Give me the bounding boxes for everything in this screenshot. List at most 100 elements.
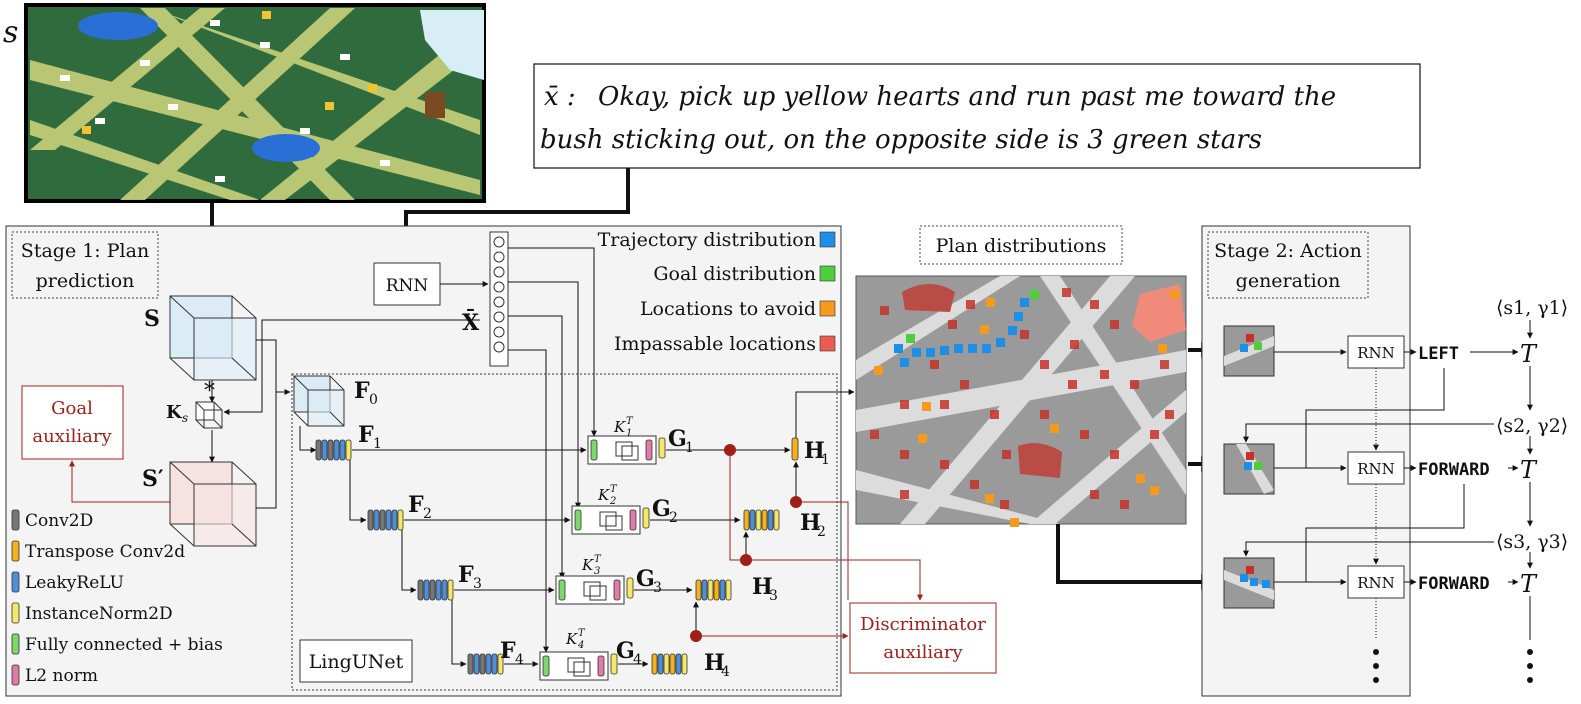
- transition-fn-1: T: [1520, 340, 1538, 368]
- observation-crop-2: [1223, 443, 1275, 495]
- g3-norm: [626, 577, 634, 599]
- transition-fn-2: T: [1520, 456, 1538, 484]
- h1-layers: [791, 437, 799, 461]
- h3-layers: [695, 579, 732, 601]
- junction-dot: [690, 630, 702, 642]
- svg-text:H: H: [800, 510, 821, 536]
- svg-text:3: 3: [653, 580, 662, 596]
- svg-text:3: 3: [594, 566, 600, 577]
- action-1: LEFT: [1418, 344, 1459, 364]
- svg-text:auxiliary: auxiliary: [883, 642, 963, 663]
- transition-label-2: ⟨s2, γ2⟩: [1496, 415, 1568, 437]
- f4-layers: [467, 653, 504, 675]
- lingunet-label-box: [299, 639, 413, 683]
- rnn-stage2-1: RNN: [1347, 335, 1405, 369]
- f2-label: F: [408, 492, 424, 518]
- plan-distribution-map: [855, 275, 1187, 527]
- svg-text:2: 2: [609, 496, 616, 507]
- svg-text:LeakyReLU: LeakyReLU: [25, 573, 124, 593]
- svg-text:H: H: [804, 438, 825, 464]
- g1-norm: [658, 437, 666, 459]
- goal-aux-line1: Goal: [51, 398, 93, 419]
- svg-text:1: 1: [821, 452, 830, 468]
- svg-text:T: T: [610, 484, 618, 495]
- lingunet-label: LingUNet: [309, 651, 404, 673]
- svg-text:InstanceNorm2D: InstanceNorm2D: [25, 604, 173, 624]
- observation-crop-3: [1223, 557, 1275, 609]
- svg-text:Conv2D: Conv2D: [25, 511, 93, 531]
- svg-text:RNN: RNN: [386, 276, 429, 296]
- svg-text:3: 3: [473, 576, 482, 592]
- svg-text:RNN: RNN: [1357, 460, 1395, 478]
- f1-layers: [315, 439, 352, 461]
- svg-text:0: 0: [369, 392, 378, 408]
- stage1-label-box: [11, 231, 159, 299]
- layer-legend: Conv2D Transpose Conv2d LeakyReLU Instan…: [11, 509, 223, 686]
- f0-cube: [293, 375, 345, 427]
- stage2-title-line2: generation: [1236, 270, 1341, 292]
- f1-label: F: [358, 422, 374, 448]
- instruction-line-2: bush sticking out, on the opposite side …: [540, 125, 1262, 155]
- k4-box: [539, 651, 609, 681]
- environment-image: [24, 3, 486, 203]
- svg-text:1: 1: [626, 428, 632, 439]
- k2-box: [571, 505, 641, 535]
- svg-text:G: G: [616, 638, 635, 664]
- svg-text:RNN: RNN: [1357, 574, 1395, 592]
- junction-dot: [724, 444, 736, 456]
- f3-layers: [417, 579, 454, 601]
- svg-text:4: 4: [721, 664, 730, 680]
- svg-text:4: 4: [515, 652, 524, 668]
- svg-text:3: 3: [769, 588, 778, 604]
- svg-text:K: K: [613, 418, 626, 436]
- svg-text:Impassable locations: Impassable locations: [614, 333, 816, 355]
- k1-box: [587, 435, 657, 465]
- junction-dot: [790, 496, 802, 508]
- h4-layers: [651, 653, 688, 675]
- instruction-line-1: Okay, pick up yellow hearts and run past…: [598, 82, 1336, 112]
- distribution-legend: Trajectory distribution Goal distributio…: [598, 229, 836, 355]
- svg-text:H: H: [752, 574, 773, 600]
- conv-star: *: [204, 379, 215, 404]
- goal-auxiliary-box: [21, 385, 124, 460]
- svg-text:4: 4: [577, 640, 584, 651]
- rnn-stage1: [373, 262, 441, 306]
- g4-norm: [610, 653, 618, 675]
- g2-norm: [642, 507, 650, 529]
- svg-text:L2 norm: L2 norm: [25, 666, 98, 686]
- svg-text:1: 1: [373, 436, 382, 452]
- stage1-title-line2: prediction: [36, 270, 135, 292]
- stage2-title-line1: Stage 2: Action: [1214, 240, 1362, 262]
- svg-text:T: T: [578, 628, 586, 639]
- svg-text:RNN: RNN: [1357, 344, 1395, 362]
- svg-text:K: K: [581, 556, 594, 574]
- s-cube: [169, 295, 257, 381]
- state-label: s: [3, 15, 18, 50]
- junction-dot: [740, 554, 752, 566]
- observation-crop-1: [1223, 325, 1275, 377]
- svg-text:K: K: [565, 630, 578, 648]
- rnn-stage2-3: RNN: [1347, 565, 1405, 599]
- action-2: FORWARD: [1418, 460, 1490, 480]
- f4-label: F: [500, 638, 516, 664]
- svg-text:T: T: [594, 554, 602, 565]
- ks-label: K: [166, 402, 183, 423]
- s-prime-cube: [169, 461, 257, 547]
- plan-distributions-label: Plan distributions: [936, 235, 1107, 257]
- instruction-prefix: x̄ :: [544, 82, 576, 112]
- f3-label: F: [458, 562, 474, 588]
- transition-label-1: ⟨s1, γ1⟩: [1496, 297, 1568, 319]
- svg-text:G: G: [652, 496, 671, 522]
- xbar-label: X̄: [462, 308, 480, 336]
- s-label: S: [144, 306, 160, 332]
- svg-text:1: 1: [685, 440, 694, 456]
- stage1-title-line1: Stage 1: Plan: [21, 240, 149, 262]
- ks-cube: [195, 401, 223, 429]
- rnn-stage2-2: RNN: [1347, 451, 1405, 485]
- svg-text:Fully connected + bias: Fully connected + bias: [25, 635, 223, 655]
- svg-text:2: 2: [423, 506, 432, 522]
- svg-text:Trajectory distribution: Trajectory distribution: [598, 229, 816, 251]
- lingunet-box: [291, 373, 838, 691]
- text-embedding-vector: [489, 231, 509, 367]
- svg-text:Discriminator: Discriminator: [860, 614, 986, 635]
